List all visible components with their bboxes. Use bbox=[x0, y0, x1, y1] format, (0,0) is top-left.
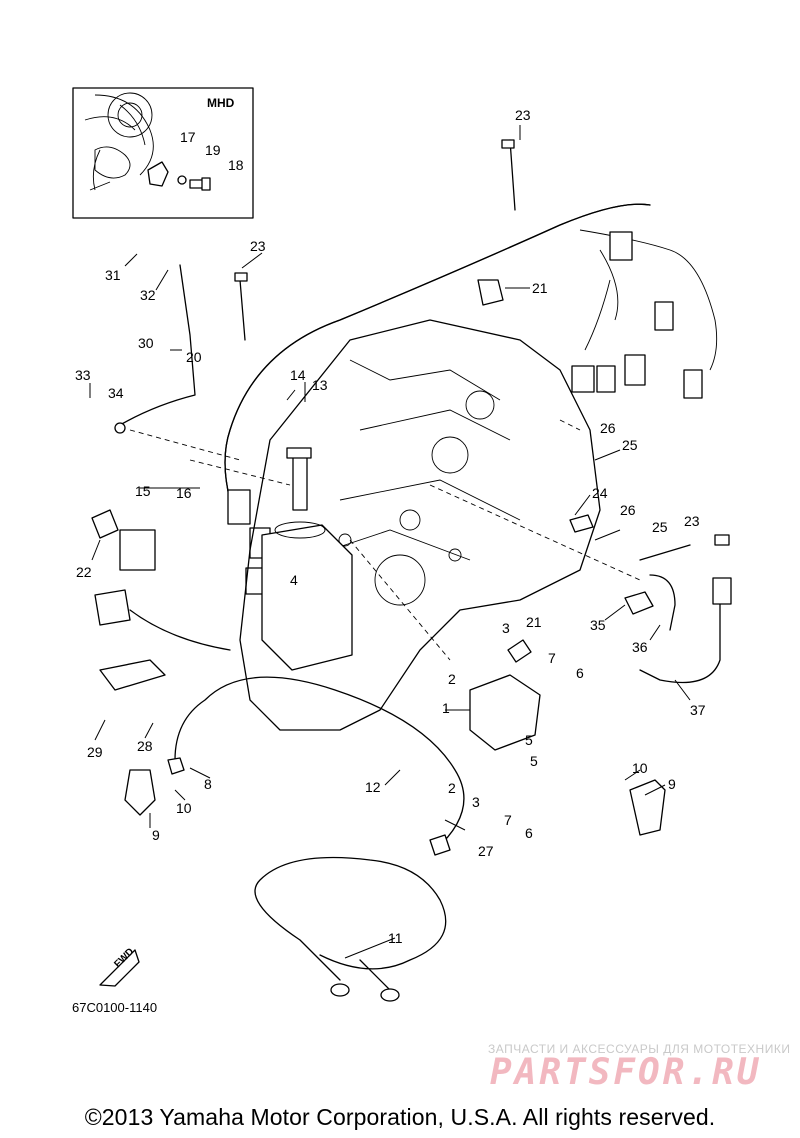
diagram-code: 67C0100-1140 bbox=[72, 1000, 158, 1015]
callout-3: 3 bbox=[502, 620, 510, 636]
watermark-logo: PARTSFOR.RU bbox=[490, 1052, 762, 1093]
callout-26: 26 bbox=[620, 502, 636, 518]
callout-9: 9 bbox=[668, 776, 676, 792]
callout-33: 33 bbox=[75, 367, 91, 383]
callout-28: 28 bbox=[137, 738, 153, 754]
callout-5: 5 bbox=[530, 753, 538, 769]
callout-1: 1 bbox=[442, 700, 450, 716]
callout-9: 9 bbox=[152, 827, 160, 843]
callout-2: 2 bbox=[448, 780, 456, 796]
copyright-notice: ©2013 Yamaha Motor Corporation, U.S.A. A… bbox=[84, 1104, 716, 1130]
callout-16: 16 bbox=[176, 485, 192, 501]
callout-21: 21 bbox=[526, 614, 542, 630]
callout-14: 14 bbox=[290, 367, 306, 383]
callout-3: 3 bbox=[472, 794, 480, 810]
callout-35: 35 bbox=[590, 617, 606, 633]
callout-17: 17 bbox=[180, 129, 196, 145]
watermark-tagline: ЗАПЧАСТИ И АКСЕССУАРЫ ДЛЯ МОТОТЕХНИКИ bbox=[488, 1042, 791, 1056]
callout-13: 13 bbox=[312, 377, 328, 393]
inset-label: MHD bbox=[207, 96, 235, 110]
callout-5: 5 bbox=[525, 732, 533, 748]
callout-19: 19 bbox=[205, 142, 221, 158]
callout-10: 10 bbox=[632, 760, 648, 776]
callout-labels: 23 23 21 17 19 18 31 32 30 20 33 34 14 1… bbox=[75, 107, 706, 946]
callout-6: 6 bbox=[525, 825, 533, 841]
callout-10: 10 bbox=[176, 800, 192, 816]
callout-26: 26 bbox=[600, 420, 616, 436]
callout-31: 31 bbox=[105, 267, 121, 283]
callout-7: 7 bbox=[504, 812, 512, 828]
callout-24: 24 bbox=[592, 485, 608, 501]
callout-8: 8 bbox=[204, 776, 212, 792]
engine-block bbox=[129, 319, 641, 731]
callout-30: 30 bbox=[138, 335, 154, 351]
callout-20: 20 bbox=[186, 349, 202, 365]
callout-32: 32 bbox=[140, 287, 156, 303]
callout-4: 4 bbox=[290, 572, 298, 588]
callout-18: 18 bbox=[228, 157, 244, 173]
inset-mhd bbox=[72, 87, 254, 219]
callout-6: 6 bbox=[576, 665, 584, 681]
wiring-harness bbox=[224, 203, 718, 595]
callout-34: 34 bbox=[108, 385, 124, 401]
callout-2: 2 bbox=[448, 671, 456, 687]
callout-25: 25 bbox=[652, 519, 668, 535]
callout-25: 25 bbox=[622, 437, 638, 453]
callout-21: 21 bbox=[532, 280, 548, 296]
callout-37: 37 bbox=[690, 702, 706, 718]
callout-36: 36 bbox=[632, 639, 648, 655]
callout-22: 22 bbox=[76, 564, 92, 580]
callout-23: 23 bbox=[684, 513, 700, 529]
cables-and-parts bbox=[91, 139, 732, 1002]
callout-27: 27 bbox=[478, 843, 494, 859]
callout-29: 29 bbox=[87, 744, 103, 760]
callout-7: 7 bbox=[548, 650, 556, 666]
leader-lines bbox=[89, 125, 691, 959]
callout-12: 12 bbox=[365, 779, 381, 795]
callout-15: 15 bbox=[135, 483, 151, 499]
callout-23: 23 bbox=[515, 107, 531, 123]
callout-11: 11 bbox=[388, 930, 403, 946]
callout-23: 23 bbox=[250, 238, 266, 254]
